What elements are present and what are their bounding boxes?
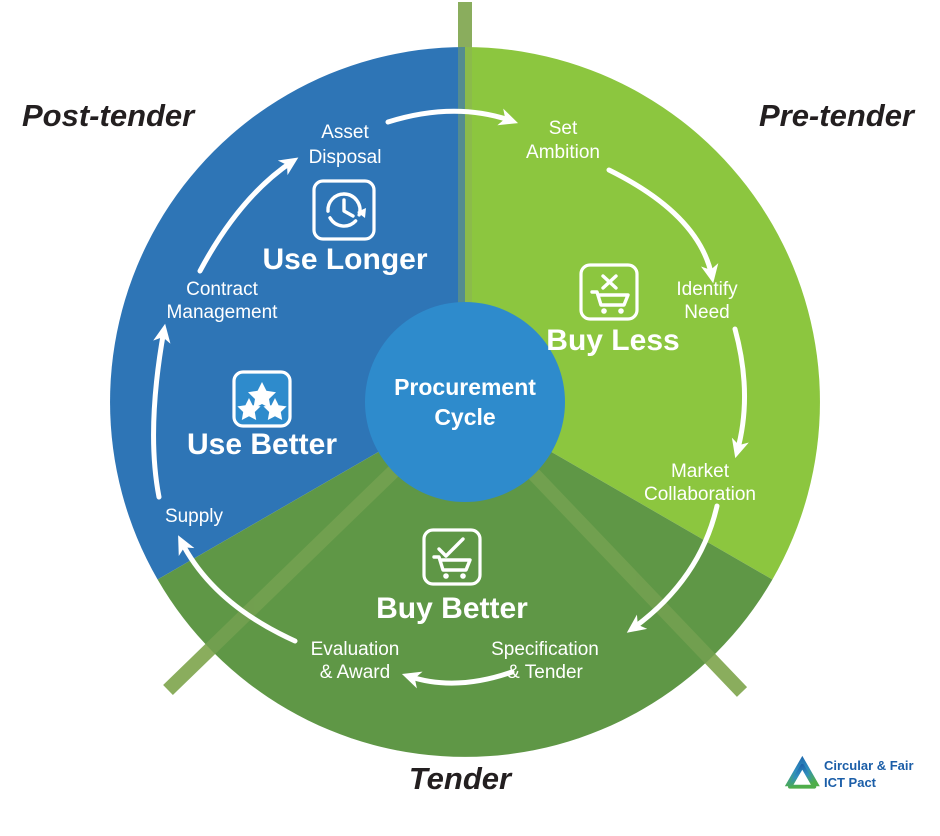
star-bottom-right xyxy=(263,398,287,420)
circular-fair-ict-pact-logo-icon xyxy=(784,755,820,789)
cart-minus-icon xyxy=(579,263,639,321)
step-label-set-ambition-line1: Set xyxy=(549,118,578,139)
arrow-evaluation-to-supply xyxy=(178,535,298,644)
clock-icon xyxy=(312,179,376,241)
phase-title-buy-better: Buy Better xyxy=(376,592,528,625)
arrow-supply-to-contract-management xyxy=(151,323,171,500)
arrow-asset-disposal-to-set-ambition xyxy=(385,108,519,126)
flow-arrows xyxy=(151,108,749,689)
arrow-identify-need-to-market-collaboration xyxy=(731,326,749,459)
phase-title-use-better: Use Better xyxy=(187,428,337,461)
group-buy-better[interactable]: Buy Better Specification & Tender Evalua… xyxy=(311,528,599,683)
step-label-contract-management-line2: Management xyxy=(167,302,279,323)
step-label-identify-need-line1: Identify xyxy=(676,279,738,300)
cart-wheel-left xyxy=(601,308,607,314)
cart-check-wheel-left xyxy=(443,573,449,579)
step-label-contract-management-line1: Contract xyxy=(186,279,259,300)
arrow-set-ambition-to-identify-need xyxy=(606,167,719,284)
step-label-evaluation-award-line1: Evaluation xyxy=(311,639,400,660)
cart-check-icon xyxy=(422,528,482,586)
step-label-specification-tender-line2: & Tender xyxy=(507,662,583,683)
step-label-identify-need-line2: Need xyxy=(684,302,729,323)
center-hub[interactable]: Procurement Cycle xyxy=(365,302,565,502)
logo-text-line2: ICT Pact xyxy=(824,775,877,790)
logo-text-line1: Circular & Fair xyxy=(824,758,914,773)
group-use-better[interactable]: Use Better Supply xyxy=(165,370,337,527)
clock-arrowhead xyxy=(357,208,366,218)
center-title-line1: Procurement xyxy=(394,374,536,400)
corner-label-pre-tender: Pre-tender xyxy=(759,98,916,133)
step-label-set-ambition-line2: Ambition xyxy=(526,142,600,163)
three-stars-icon xyxy=(232,370,292,428)
star-top xyxy=(248,382,276,409)
group-use-longer[interactable]: Asset Disposal Use Longer Contract Manag… xyxy=(167,122,428,323)
step-label-asset-disposal-line1: Asset xyxy=(321,122,369,143)
cart-wheel-right xyxy=(618,308,624,314)
phase-title-use-longer: Use Longer xyxy=(262,243,427,276)
step-label-evaluation-award-line2: & Award xyxy=(320,662,390,683)
center-circle[interactable] xyxy=(365,302,565,502)
arrow-specification-to-evaluation xyxy=(401,669,515,689)
group-buy-less[interactable]: Set Ambition Buy Less Identify Need Mark… xyxy=(526,118,756,505)
center-title-line2: Cycle xyxy=(434,404,495,430)
arrow-market-collaboration-to-specification xyxy=(626,503,720,633)
step-label-supply: Supply xyxy=(165,506,224,527)
step-label-market-collaboration-line1: Market xyxy=(671,461,730,482)
star-bottom-left xyxy=(237,398,261,420)
step-label-specification-tender-line1: Specification xyxy=(491,639,599,660)
corner-label-post-tender: Post-tender xyxy=(22,98,196,133)
corner-label-tender: Tender xyxy=(409,761,513,796)
arrow-contract-management-to-asset-disposal xyxy=(197,157,299,274)
step-label-asset-disposal-line2: Disposal xyxy=(309,147,382,168)
cart-check-wheel-right xyxy=(460,573,466,579)
brand-logo[interactable]: Circular & Fair ICT Pact xyxy=(784,755,914,790)
phase-title-buy-less: Buy Less xyxy=(546,324,679,357)
segment-tender-dark-green[interactable] xyxy=(157,402,773,757)
step-label-market-collaboration-line2: Collaboration xyxy=(644,484,756,505)
